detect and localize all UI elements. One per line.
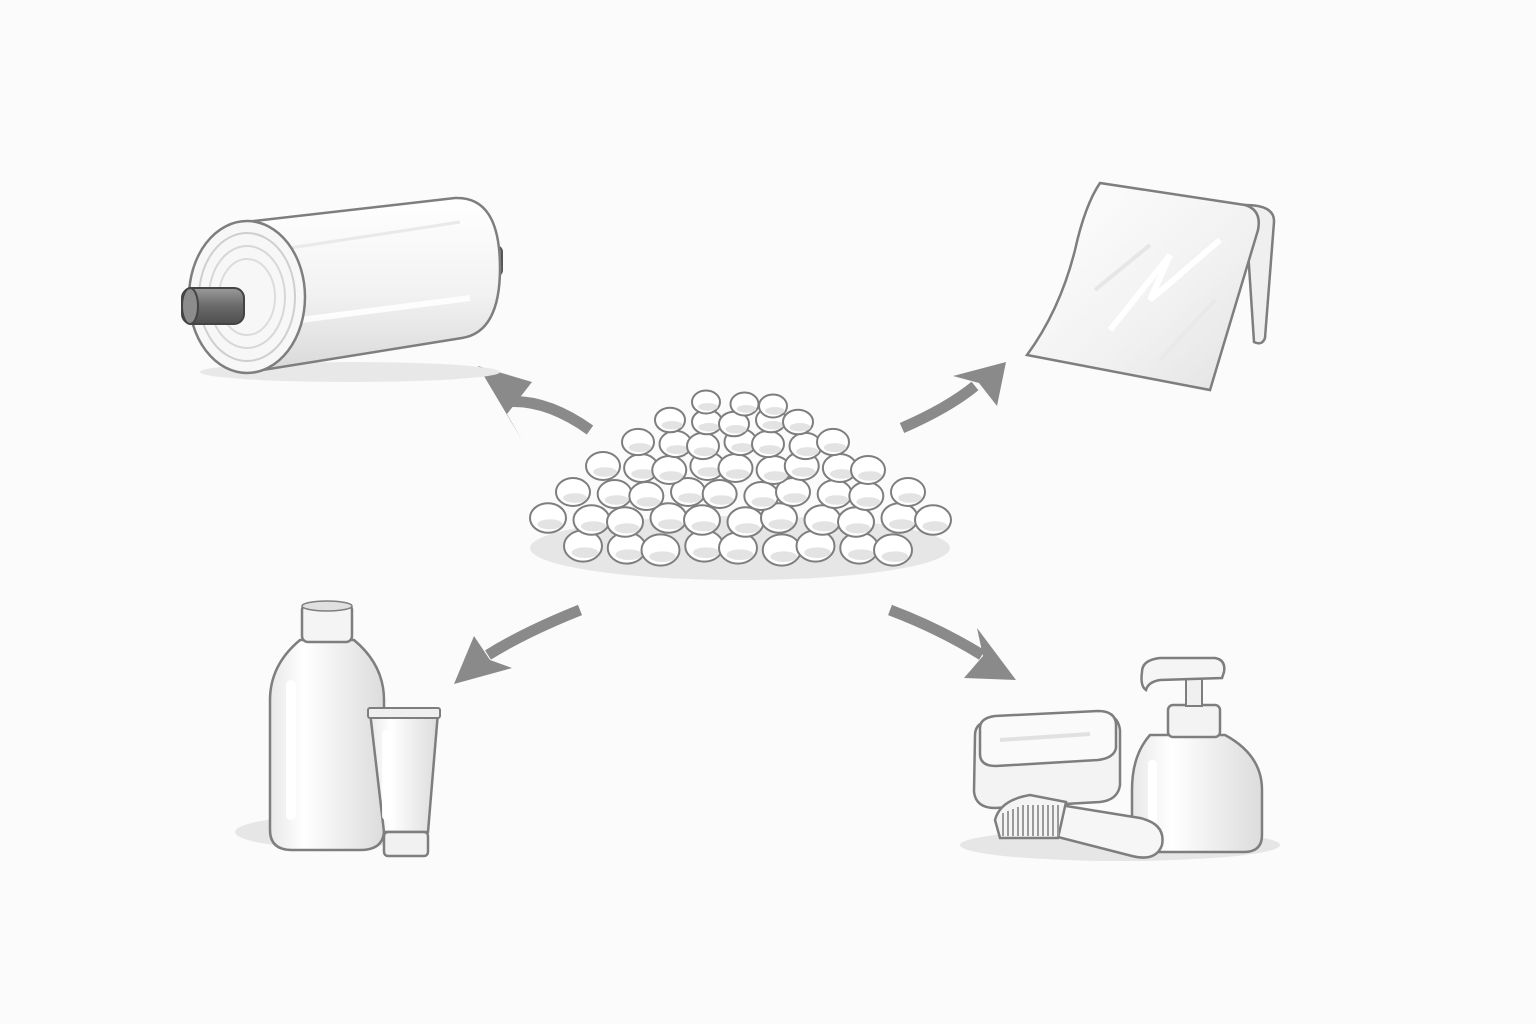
pellet-shade	[726, 549, 754, 560]
comb-teeth	[1002, 805, 1059, 836]
pellet-shade	[922, 521, 948, 532]
arrow-to-containers	[888, 604, 1016, 680]
arrows	[454, 362, 1016, 684]
pellet-shade	[856, 497, 881, 507]
bottle-and-tube-illustration	[235, 600, 441, 858]
pellet-shade	[791, 467, 816, 477]
plastic-sheet-illustration	[1024, 181, 1276, 392]
pellet-shade	[628, 443, 652, 453]
pellet-shade	[649, 551, 676, 562]
pellet-shade	[731, 443, 754, 453]
pellet-shade	[858, 471, 882, 481]
arrow-to-film-roll	[478, 366, 594, 440]
bottle-body	[268, 638, 386, 852]
pellet-shade	[697, 467, 722, 477]
film-roll-body	[243, 196, 502, 374]
pellet-shade	[758, 445, 782, 455]
pellet-shade	[693, 447, 717, 457]
pellet-shade	[563, 493, 587, 503]
pellet-shade	[736, 404, 757, 413]
pellet-shade	[734, 523, 761, 534]
pellet-shade	[709, 495, 734, 505]
pellet-shade	[691, 521, 717, 532]
pellet-shade	[593, 467, 617, 477]
pellet-shade	[698, 423, 720, 432]
pellet-shade	[829, 469, 854, 479]
pellet-shade	[659, 471, 684, 481]
pellet-shade	[661, 421, 683, 430]
pellet-shade	[751, 497, 776, 507]
pellet-shade	[811, 521, 838, 532]
pellet-shade	[762, 421, 784, 430]
pump-bottle-collar	[1166, 703, 1222, 739]
pellet-shade	[763, 471, 788, 481]
arrow-to-sheet	[899, 362, 1006, 434]
pellet-shade	[783, 493, 807, 503]
pump-bottle-body	[1130, 733, 1264, 854]
pellet-shade	[631, 469, 656, 479]
pellet-shade	[823, 443, 847, 453]
pellet-shade	[657, 519, 684, 530]
pellet-shade	[824, 495, 849, 505]
pellet-shade	[604, 495, 629, 505]
comb-handle	[1048, 803, 1164, 859]
pellet-shade	[725, 469, 750, 479]
pellet-shade	[725, 425, 747, 434]
containers-illustration	[960, 656, 1280, 861]
pellet-shade	[898, 493, 922, 503]
pellet-shade	[881, 551, 909, 562]
arrow-to-bottle	[454, 604, 583, 684]
pellet-shade	[845, 523, 871, 534]
pellet-shade	[580, 521, 607, 532]
pellet-shade	[698, 402, 718, 411]
pellet-shade	[692, 547, 720, 558]
pellets-group	[529, 389, 952, 567]
pellet-shade	[789, 423, 811, 432]
pellet-shade	[770, 551, 798, 562]
film-roll-illustration	[181, 196, 503, 382]
tube-cap	[382, 830, 430, 858]
comb	[993, 793, 1164, 859]
pellet-pile	[529, 389, 952, 580]
pellet-shade	[615, 549, 643, 560]
pellet-shade	[888, 519, 915, 530]
pump-head	[1140, 656, 1226, 693]
pellet-shade	[666, 445, 689, 455]
pellet-shade	[765, 406, 785, 415]
pellet-shade	[796, 447, 819, 457]
pellet-shade	[678, 493, 702, 503]
pump-stem	[1185, 675, 1203, 707]
pellet-shade	[636, 497, 661, 507]
pellet-shade	[614, 523, 640, 534]
pellet-shade	[804, 547, 831, 558]
pellet-shade	[768, 519, 794, 530]
pellet-shade	[571, 547, 599, 558]
pellet-shade	[847, 549, 875, 560]
pellet-shade	[537, 519, 563, 530]
